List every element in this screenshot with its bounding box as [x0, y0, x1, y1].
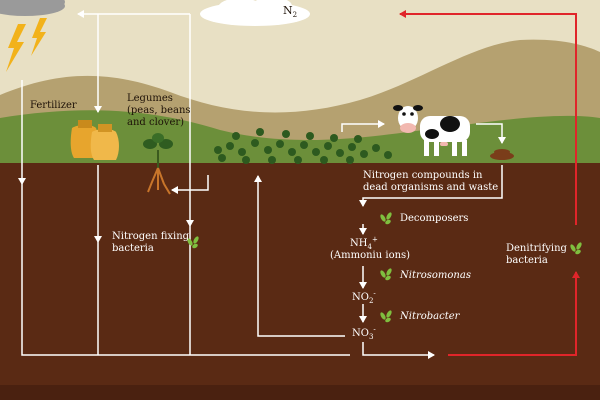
storm-cloud-icon: [0, 0, 65, 16]
label-nitrogen-compounds: Nitrogen compounds in dead organisms and…: [363, 170, 498, 194]
cloud-icon: [200, 0, 310, 26]
label-legumes-line3: and clover): [127, 117, 185, 128]
label-nitrate: NO3-: [352, 325, 376, 341]
label-denitrifying-line2: bacteria: [506, 255, 548, 266]
bacteria-icon: [187, 212, 582, 323]
arrow-plants-to-cow: [341, 120, 385, 132]
label-denitrifying-bacteria: Denitrifying bacteria: [506, 243, 567, 267]
label-n2: N2: [283, 4, 298, 20]
label-nitrogen-fixing-bacteria: Nitrogen fixing bacteria: [112, 231, 189, 255]
grass: [0, 110, 600, 165]
arrow-nitrate-to-plants: [254, 175, 345, 337]
arrow-denitrification-to-atmosphere: [399, 10, 577, 225]
label-nitrobacter: Nitrobacter: [400, 311, 460, 322]
clover-patch-icon: [214, 128, 392, 164]
waste-pile-icon: [490, 149, 514, 160]
arrow-waste-to-decomposers: [359, 165, 503, 207]
arrow-nitrate-out: [362, 342, 435, 359]
label-nitrite: NO2-: [352, 289, 376, 305]
label-ammonium: NH4+: [350, 235, 378, 251]
soil-band: [0, 385, 600, 400]
label-nitrosomonas: Nitrosomonas: [400, 270, 471, 281]
legume-plant-icon: [143, 133, 173, 195]
arrow-bacteria-to-legume: [171, 175, 209, 194]
label-compounds-line1: Nitrogen compounds in: [363, 170, 483, 181]
lightning-icon: [6, 18, 47, 72]
arrow-denitrification: [448, 271, 580, 356]
label-fertilizer: Fertilizer: [30, 100, 77, 111]
label-compounds-line2: dead organisms and waste: [363, 182, 499, 193]
label-fixing-line2: bacteria: [112, 243, 154, 254]
arrow-bottom-return-to-nitrate: [21, 184, 350, 356]
label-legumes: Legumes (peas, beans and clover): [127, 93, 191, 129]
label-legumes-line2: (peas, beans: [127, 105, 191, 116]
label-fixing-line1: Nitrogen fixing: [112, 231, 190, 242]
label-legumes-line1: Legumes: [127, 93, 173, 104]
label-decomposers: Decomposers: [400, 213, 469, 224]
arrow-cow-to-waste: [476, 123, 506, 144]
label-ammonium-ions: (Ammoniu ions): [330, 250, 411, 261]
fertilizer-bag-icon: [70, 120, 119, 160]
label-denitrifying-line1: Denitrifying: [506, 243, 567, 254]
soil: [0, 163, 600, 400]
cow-icon: [393, 105, 470, 156]
